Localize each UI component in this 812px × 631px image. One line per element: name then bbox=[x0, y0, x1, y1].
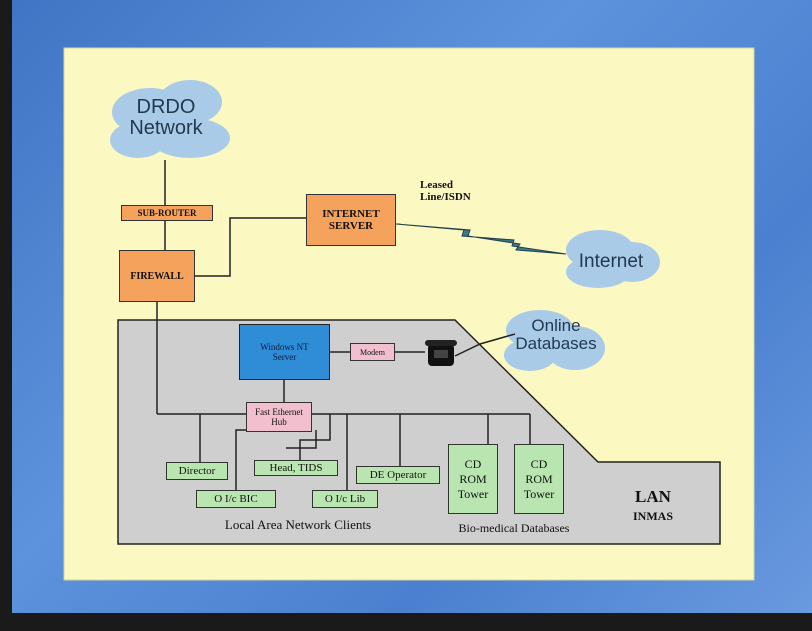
head-tids-box: Head, TIDS bbox=[254, 460, 338, 476]
drdo-network-label: DRDO Network bbox=[129, 96, 203, 139]
windows-nt-server-box: Windows NT Server bbox=[239, 324, 330, 380]
oic-lib-label: O I/c Lib bbox=[324, 493, 366, 505]
de-operator-label: DE Operator bbox=[369, 469, 427, 481]
director-label: Director bbox=[178, 465, 216, 477]
connection-lines bbox=[156, 160, 531, 490]
cd-rom-tower-2-label: CD ROM Tower bbox=[523, 456, 555, 501]
internet-server-label: INTERNET SERVER bbox=[322, 208, 380, 232]
modem-label: Modem bbox=[360, 347, 385, 357]
lightning-bolt bbox=[395, 223, 567, 255]
de-operator-box: DE Operator bbox=[356, 466, 440, 484]
fast-ethernet-hub-label: Fast Ethernet Hub bbox=[255, 407, 303, 427]
lan-clients-caption: Local Area Network Clients bbox=[224, 517, 372, 532]
sub-router-label: SUB-ROUTER bbox=[137, 208, 197, 218]
firewall-box: FIREWALL bbox=[119, 250, 195, 302]
internet-cloud-shape bbox=[566, 230, 660, 288]
internet-server-box: INTERNET SERVER bbox=[306, 194, 396, 246]
drdo-cloud-shape bbox=[110, 80, 230, 158]
director-box: Director bbox=[166, 462, 228, 480]
telephone-icon bbox=[425, 340, 457, 366]
fast-ethernet-hub-box: Fast Ethernet Hub bbox=[246, 402, 312, 432]
leased-line-label: Leased Line/ISDN bbox=[420, 179, 471, 203]
firewall-label: FIREWALL bbox=[130, 270, 184, 282]
cd-rom-tower-2-box: CD ROM Tower bbox=[514, 444, 564, 514]
bio-databases-caption: Bio-medical Databases bbox=[458, 521, 570, 535]
oic-lib-box: O I/c Lib bbox=[312, 490, 378, 508]
online-databases-label: Online Databases bbox=[515, 316, 597, 353]
lan-caption: LAN bbox=[635, 487, 671, 506]
sub-router-box: SUB-ROUTER bbox=[121, 205, 213, 221]
oic-bic-box: O I/c BIC bbox=[196, 490, 276, 508]
inmas-caption: INMAS bbox=[632, 509, 673, 523]
oic-bic-label: O I/c BIC bbox=[214, 493, 258, 505]
cd-rom-tower-1-label: CD ROM Tower bbox=[457, 456, 489, 501]
modem-box: Modem bbox=[350, 343, 395, 361]
online-cloud-shape bbox=[504, 310, 605, 371]
internet-label: Internet bbox=[578, 251, 644, 272]
head-tids-label: Head, TIDS bbox=[269, 462, 323, 474]
cd-rom-tower-1-box: CD ROM Tower bbox=[448, 444, 498, 514]
windows-nt-server-label: Windows NT Server bbox=[260, 342, 309, 362]
